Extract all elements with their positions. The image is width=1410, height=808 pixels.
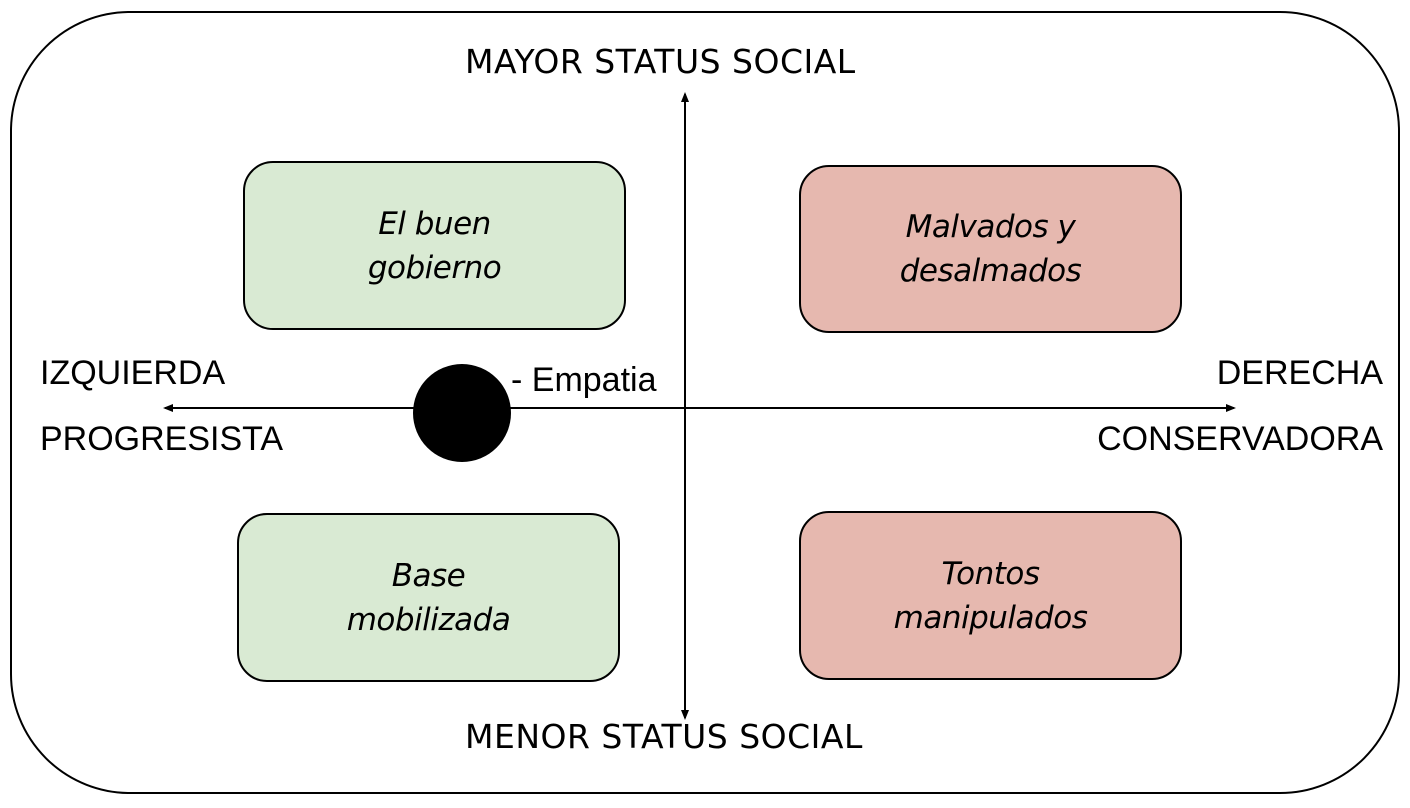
quadrant-bottom-left-line2: mobilizada bbox=[346, 601, 511, 638]
quadrant-bottom-left: Base mobilizada bbox=[237, 513, 620, 682]
quadrant-bottom-right-line2: manipulados bbox=[893, 599, 1088, 636]
axis-label-right-line2: CONSERVADORA bbox=[1097, 420, 1383, 458]
axis-label-left-line2: PROGRESISTA bbox=[40, 420, 284, 458]
axis-label-top: MAYOR STATUS SOCIAL bbox=[465, 42, 856, 81]
empathy-marker bbox=[413, 364, 511, 462]
quadrant-top-right-line1: Malvados y bbox=[905, 209, 1076, 245]
quadrant-bottom-right: Tontos manipulados bbox=[799, 511, 1182, 680]
empathy-label: - Empatia bbox=[511, 361, 657, 399]
quadrant-bottom-left-line1: Base bbox=[391, 557, 466, 594]
quadrant-top-left: El buen gobierno bbox=[243, 161, 626, 330]
quadrant-top-right-line2: desalmados bbox=[899, 253, 1082, 289]
diagram-frame bbox=[10, 11, 1400, 794]
axis-label-left-line1: IZQUIERDA bbox=[40, 354, 226, 392]
quadrant-top-right: Malvados y desalmados bbox=[799, 165, 1182, 333]
axis-label-bottom: MENOR STATUS SOCIAL bbox=[465, 717, 863, 756]
axis-label-right-line1: DERECHA bbox=[1216, 354, 1383, 392]
quadrant-bottom-right-line1: Tontos bbox=[941, 555, 1040, 592]
quadrant-top-left-line2: gobierno bbox=[367, 249, 502, 286]
quadrant-top-left-line1: El buen bbox=[378, 205, 491, 242]
